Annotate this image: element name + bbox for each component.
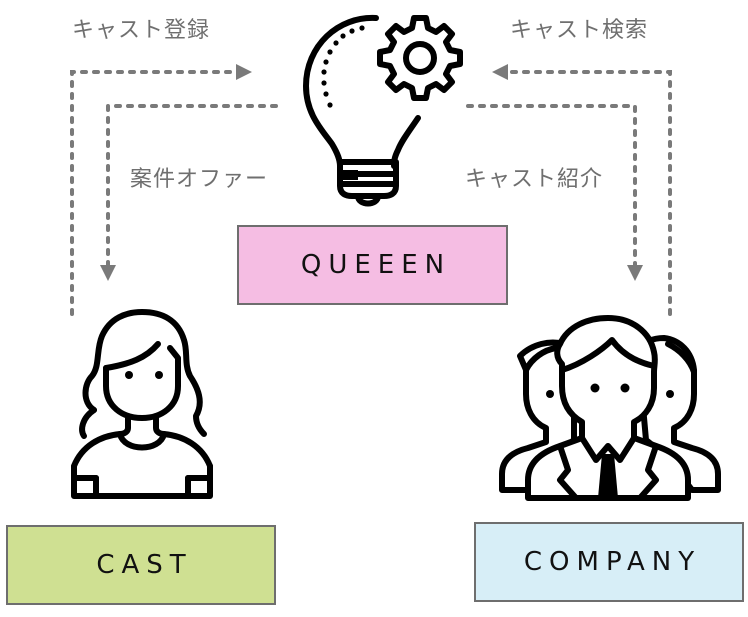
woman-icon xyxy=(71,309,213,499)
node-platform: QUEEEN xyxy=(237,225,508,305)
arrow-job-offer xyxy=(106,104,278,267)
arrowhead-down-left xyxy=(100,265,116,281)
node-company: COMPANY xyxy=(474,522,744,602)
arrowhead-left xyxy=(492,64,508,80)
node-company-label: COMPANY xyxy=(523,547,702,577)
node-cast: CAST xyxy=(6,525,276,605)
flow-label-cast-intro: キャスト紹介 xyxy=(465,167,604,192)
arrow-cast-registration xyxy=(70,70,240,316)
lightbulb-gear-icon xyxy=(303,14,463,207)
flow-label-cast-search: キャスト検索 xyxy=(510,18,649,43)
business-team-icon xyxy=(499,315,721,501)
arrowhead-right xyxy=(236,64,252,80)
flow-label-cast-registration: キャスト登録 xyxy=(72,18,211,43)
node-platform-label: QUEEEN xyxy=(300,250,452,280)
node-cast-label: CAST xyxy=(96,550,193,580)
flow-label-job-offer: 案件オファー xyxy=(130,167,269,192)
arrow-cast-search xyxy=(504,70,672,316)
arrow-cast-intro xyxy=(466,104,637,267)
arrowhead-down-right xyxy=(627,265,643,281)
